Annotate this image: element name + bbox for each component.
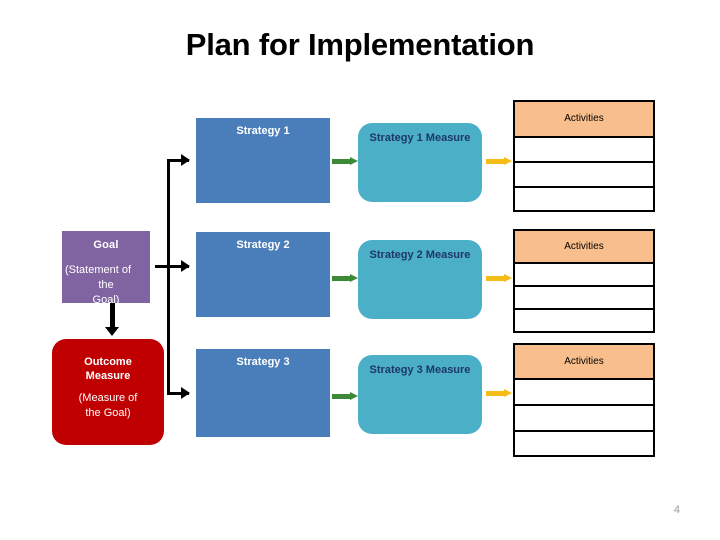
green-arrow-1 [332,157,358,166]
branch-line-strategy-1 [167,159,189,162]
outcome-measure-title-line2: Measure [85,370,131,383]
activities-row-1-2[interactable] [515,163,653,188]
outcome-measure-title-line1: Outcome [84,356,132,368]
goal-subtitle-part2: the [98,278,114,291]
activities-row-1-3[interactable] [515,188,653,210]
yellow-arrow-2 [486,274,512,283]
outcome-measure-subtitle-line2: the Goal) [85,406,131,419]
branch-arrowhead-strategy-2 [181,260,190,272]
outcome-measure-box[interactable]: Outcome Measure (Measure of the Goal) [52,339,164,445]
activities-table-1[interactable]: Activities [513,100,655,212]
measure-label-3: Strategy 3 Measure [369,364,471,376]
goal-subtitle: (Statement of the Goal) [64,263,148,308]
green-arrow-3 [332,392,358,401]
activities-row-2-3[interactable] [515,310,653,331]
activities-row-2-2[interactable] [515,287,653,310]
branch-line-strategy-3 [167,392,189,395]
outcome-measure-subtitle: (Measure of the Goal) [56,391,160,421]
activities-header-2: Activities [515,231,653,264]
activities-row-2-1[interactable] [515,264,653,287]
measure-label-1: Strategy 1 Measure [369,132,471,144]
measure-box-1[interactable]: Strategy 1 Measure [358,123,482,202]
measure-box-3[interactable]: Strategy 3 Measure [358,355,482,434]
goal-to-outcome-arrowhead [105,327,119,336]
strategy-label-3: Strategy 3 [236,356,290,368]
activities-row-3-1[interactable] [515,380,653,406]
yellow-arrow-3 [486,389,512,398]
activities-header-3: Activities [515,345,653,380]
activities-row-3-3[interactable] [515,432,653,455]
strategy-box-1[interactable]: Strategy 1 [196,118,330,203]
green-arrow-2 [332,274,358,283]
goal-box[interactable]: Goal (Statement of the Goal) [62,231,150,306]
branch-arrowhead-strategy-1 [181,154,190,166]
strategy-box-2[interactable]: Strategy 2 [196,232,330,317]
page-title: Plan for Implementation [185,27,535,62]
measure-label-2: Strategy 2 Measure [369,249,471,261]
activities-table-2[interactable]: Activities [513,229,655,333]
page-number: 4 [673,504,680,516]
activities-row-3-2[interactable] [515,406,653,432]
strategy-label-2: Strategy 2 [236,239,290,251]
outcome-measure-subtitle-line1: (Measure of [78,392,138,404]
goal-title: Goal [93,239,119,251]
activities-row-1-1[interactable] [515,138,653,163]
goal-to-outcome-line [110,303,115,331]
goal-subtitle-part3: Goal) [92,293,120,306]
branch-line-strategy-2 [155,265,189,268]
activities-header-1: Activities [515,102,653,138]
branch-trunk-line [167,159,170,395]
goal-subtitle-part1: (Statement of [64,264,132,276]
outcome-measure-title: Outcome Measure [52,355,164,384]
branch-arrowhead-strategy-3 [181,387,190,399]
yellow-arrow-1 [486,157,512,166]
strategy-box-3[interactable]: Strategy 3 [196,349,330,437]
measure-box-2[interactable]: Strategy 2 Measure [358,240,482,319]
strategy-label-1: Strategy 1 [236,125,290,137]
activities-table-3[interactable]: Activities [513,343,655,457]
